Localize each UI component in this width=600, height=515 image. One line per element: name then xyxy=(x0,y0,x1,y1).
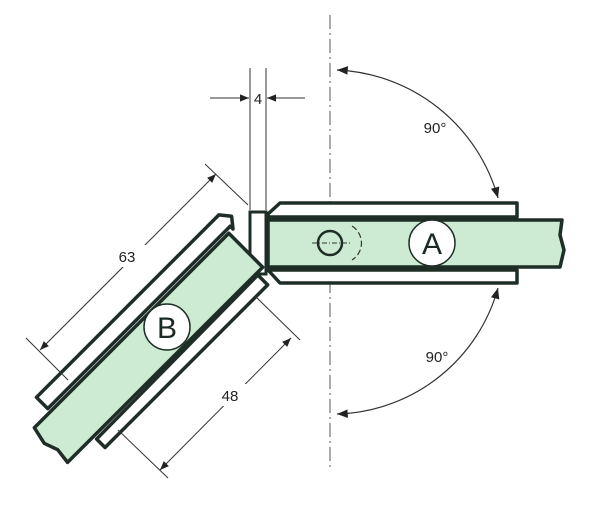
arm-a-upper-plate xyxy=(266,201,519,219)
pin-hole-icon xyxy=(312,225,362,261)
dimension-gap xyxy=(210,68,305,210)
label-b-text: B xyxy=(157,312,177,345)
angle-upper-label: 90° xyxy=(424,120,447,137)
arm-a-lower-plate xyxy=(266,268,519,285)
label-b: B xyxy=(143,303,191,351)
arm-b-glass xyxy=(32,231,265,465)
angle-lower-arc xyxy=(336,287,500,419)
angle-upper-arc xyxy=(336,66,500,199)
dimension-gap-label: 4 xyxy=(254,91,262,108)
dimension-48-label: 48 xyxy=(222,388,239,405)
angle-lower-label: 90° xyxy=(426,349,449,366)
label-a-text: A xyxy=(422,228,442,261)
label-a: A xyxy=(408,219,456,267)
dimension-63-label: 63 xyxy=(119,249,136,266)
